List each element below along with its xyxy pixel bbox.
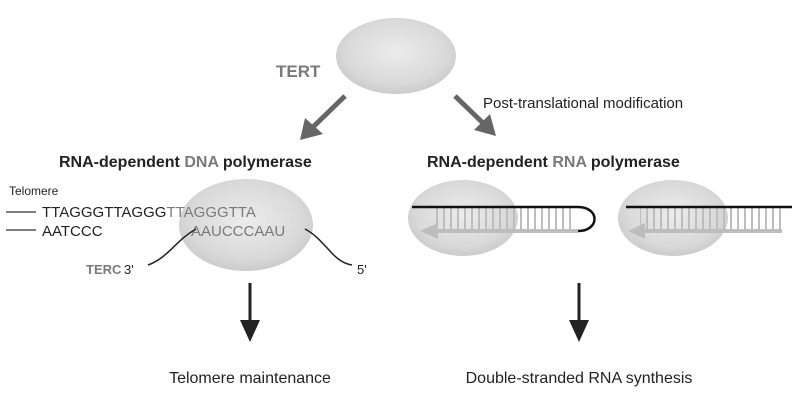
post-translational-label: Post-translational modification [483,95,683,112]
tert-protein-blob [336,18,456,94]
left-branch-arrow [300,94,347,140]
left-branch-title: RNA-dependent DNA polymerase [59,154,312,171]
left-outcome-arrow [240,283,260,342]
right-branch-arrow [453,94,496,136]
dsrna-synthesis-label: Double-stranded RNA synthesis [466,370,693,387]
terc-label: TERC [86,262,122,277]
terc-rna-left-curve [147,228,197,266]
dna-top-sequence: TTAGGGTTAGGGTTAGGGTTA [42,204,256,221]
telomerase-blob [179,179,313,271]
dna-bottom-sequence: AATCCC [42,223,103,240]
right-branch-title: RNA-dependent RNA polymerase [427,154,680,171]
five-prime-label: 5' [357,262,367,277]
rna-template-sequence: AAUCCCAAU [191,223,285,240]
terc-rna-right-curve [304,228,353,266]
three-prime-label: 3' [124,262,134,277]
hairpin-dsrna [412,205,596,239]
tert-label: TERT [276,62,321,81]
linear-dsrna [626,205,792,239]
telomere-maintenance-label: Telomere maintenance [169,370,331,387]
telomere-label: Telomere [9,184,59,198]
right-outcome-arrow [569,283,589,342]
